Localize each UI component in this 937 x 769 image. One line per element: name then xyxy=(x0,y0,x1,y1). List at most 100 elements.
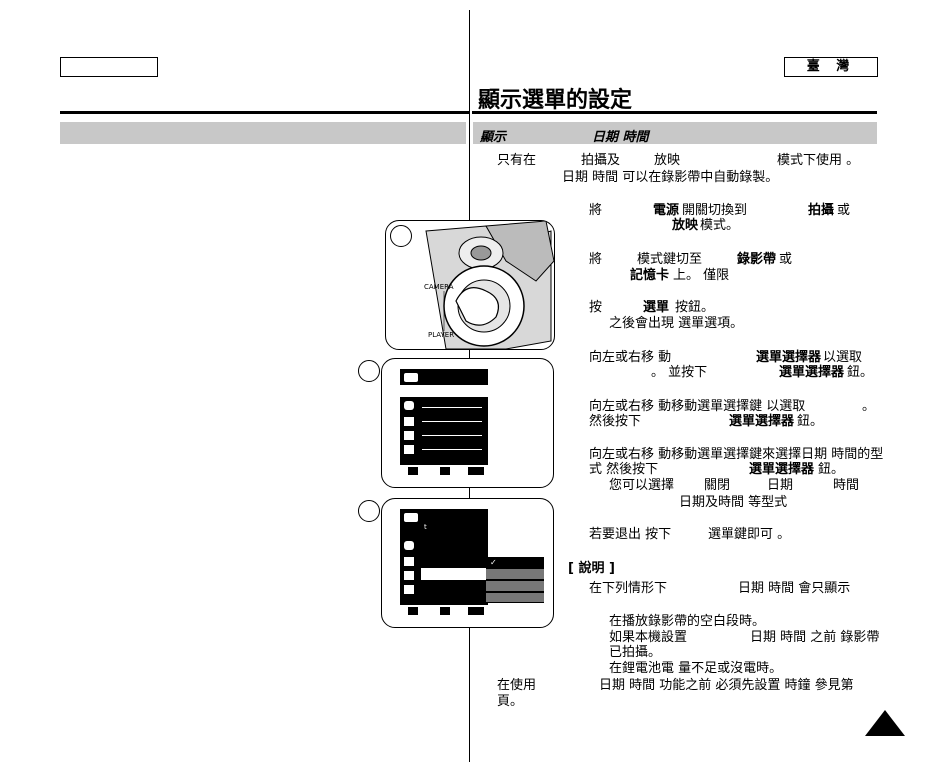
notes-item3: 在鋰電池電 量不足或沒電時。 xyxy=(609,661,783,676)
notes-intro-a: 在下列情形下 xyxy=(589,581,668,596)
notes-intro-b: 日期 時間 會只顯示 xyxy=(738,581,851,596)
notes-item1: 在播放錄影帶的空白段時。 xyxy=(609,614,766,629)
step4-c: 以選取 xyxy=(823,350,863,365)
notes-item2-c: 已拍攝。 xyxy=(609,645,662,660)
step3-d: 之後會出現 選單選項。 xyxy=(609,316,744,331)
step6-b: 式 然後按下 xyxy=(589,462,659,477)
camcorder-dial-illustration: CAMERA PLAYER xyxy=(385,220,555,350)
check-icon: ✓ xyxy=(490,558,497,567)
step1-b: 電源 xyxy=(653,203,680,218)
camera-icon xyxy=(404,541,414,550)
step-marker-3 xyxy=(358,500,380,522)
menu-highlight-bar xyxy=(400,385,488,397)
step6-h: 時間 xyxy=(833,478,860,493)
step6-g: 日期 xyxy=(767,478,794,493)
step4-d: 。 並按下 xyxy=(651,365,708,380)
step4-a: 向左或右移 動 xyxy=(589,350,672,365)
notes-title: [ 說明 ] xyxy=(568,561,615,576)
step-marker-2 xyxy=(358,360,380,382)
step3-a: 按 xyxy=(589,300,603,315)
step5-e: 鈕。 xyxy=(797,414,824,429)
step1-c: 開關切換到 xyxy=(682,203,748,218)
step1-f: 放映 xyxy=(672,218,699,233)
lcd-screen-2: t xyxy=(400,509,488,617)
select-icon xyxy=(440,467,450,475)
step6-e: 您可以選擇 xyxy=(609,478,675,493)
menu-line xyxy=(422,407,482,408)
dial-label-player: PLAYER xyxy=(428,331,455,339)
title-rule-left xyxy=(60,111,469,114)
intro-line1-d: 模式下使用 。 xyxy=(777,153,860,168)
step6-i: 日期及時間 等型式 xyxy=(679,495,788,510)
step6-a: 向左或右移 動移動選單選擇鍵來選擇日期 時間的型 xyxy=(589,447,884,462)
step5-c: 然後按下 xyxy=(589,414,642,429)
triangle-up-icon[interactable] xyxy=(865,710,905,736)
display-icon xyxy=(404,571,414,580)
setup-icon xyxy=(404,445,414,454)
submenu-highlight xyxy=(420,567,488,581)
step1-e: 或 xyxy=(837,203,851,218)
step2-d: 或 xyxy=(779,252,793,267)
menu-screen-illustration-2: t ✓ xyxy=(381,498,554,628)
step2-c: 錄影帶 xyxy=(737,252,777,267)
step4-b: 選單選擇器 xyxy=(756,350,822,365)
select-icon xyxy=(440,607,450,615)
intro-line2: 日期 時間 可以在錄影帶中自動錄製。 xyxy=(562,170,779,185)
camera-mode-icon xyxy=(404,373,418,382)
camcorder-dial-drawing xyxy=(425,221,554,349)
step6-d: 鈕。 xyxy=(818,462,845,477)
notes-footer-b: 日期 時間 功能之前 必須先設置 時鐘 參見第 xyxy=(599,678,854,693)
option-popup: ✓ xyxy=(486,557,544,603)
exit-icon xyxy=(468,467,484,475)
option-row xyxy=(486,593,544,602)
step5-a: 向左或右移 動移動選單選擇鍵 以選取 xyxy=(589,399,806,414)
language-label: 臺 灣 xyxy=(784,57,878,77)
memory-icon xyxy=(404,557,414,566)
notes-footer-a: 在使用 xyxy=(497,678,537,693)
section-head-datetime: 日期 時間 xyxy=(592,130,649,145)
step5-d: 選單選擇器 xyxy=(729,414,795,429)
setup-icon xyxy=(404,585,414,594)
camera-mode-icon xyxy=(404,513,418,522)
step5-b: 。 xyxy=(862,399,876,414)
notes-footer-c: 頁。 xyxy=(497,694,524,709)
menu-line xyxy=(422,435,482,436)
step4-e: 選單選擇器 xyxy=(779,365,845,380)
intro-line1-a: 只有在 xyxy=(497,153,537,168)
lcd-screen-1 xyxy=(400,369,488,477)
option-row xyxy=(486,569,544,579)
section-bar-left xyxy=(60,122,466,144)
title-rule-right xyxy=(472,111,877,114)
submenu-item-label: t xyxy=(424,523,427,531)
intro-line1-c: 放映 xyxy=(654,153,681,168)
step2-e: 記憶卡 xyxy=(630,268,670,283)
section-head-display: 顯示 xyxy=(480,130,507,145)
dial-label-camera: CAMERA xyxy=(424,283,454,291)
step2-f: 上。 僅限 xyxy=(673,268,730,283)
menu-screen-illustration-1 xyxy=(381,358,554,488)
step6-f: 關閉 xyxy=(704,478,731,493)
intro-line1-b: 拍攝及 xyxy=(581,153,621,168)
menu-line xyxy=(422,421,482,422)
step7-a: 若要退出 按下 xyxy=(589,527,672,542)
step3-b: 選單 xyxy=(643,300,670,315)
step7-b: 選單鍵即可 。 xyxy=(708,527,791,542)
section-bar-right xyxy=(473,122,877,144)
step1-g: 模式。 xyxy=(700,218,740,233)
page-title: 顯示選單的設定 xyxy=(478,88,633,113)
memory-icon xyxy=(404,417,414,426)
step6-c: 選單選擇器 xyxy=(749,462,815,477)
display-icon xyxy=(404,431,414,440)
step1-d: 拍攝 xyxy=(808,203,835,218)
step3-c: 按鈕。 xyxy=(675,300,715,315)
notes-item2-a: 如果本機設置 xyxy=(609,630,688,645)
notes-item2-b: 日期 時間 之前 錄影帶 xyxy=(750,630,880,645)
move-icon xyxy=(408,607,418,615)
move-icon xyxy=(408,467,418,475)
step1-a: 將 xyxy=(589,203,603,218)
menu-line xyxy=(422,449,482,450)
step2-b: 模式鍵切至 xyxy=(637,252,703,267)
exit-icon xyxy=(468,607,484,615)
step4-f: 鈕。 xyxy=(847,365,874,380)
step2-a: 將 xyxy=(589,252,603,267)
